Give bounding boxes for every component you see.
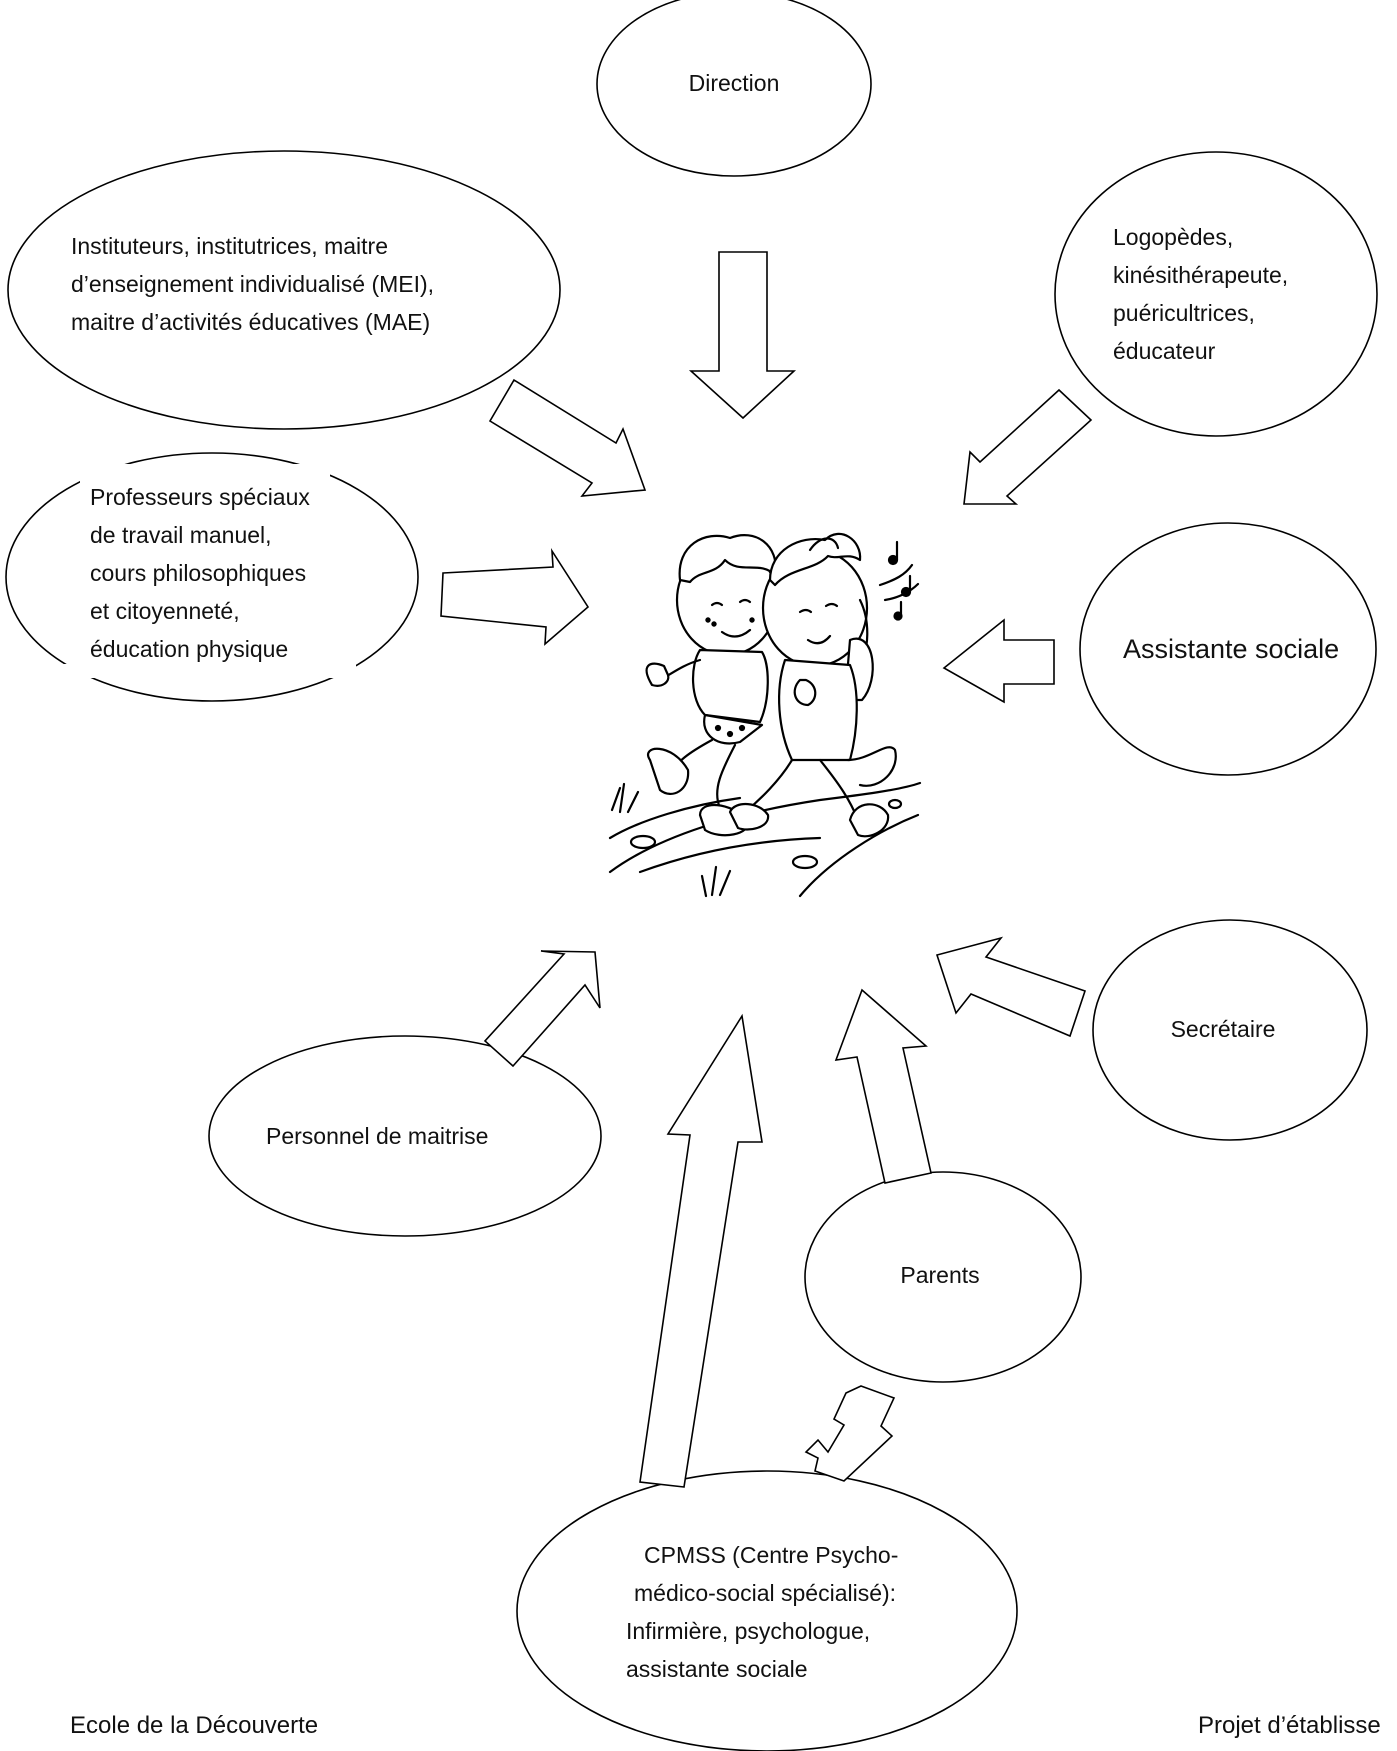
label-line: Direction (688, 70, 780, 96)
label-line: Personnel de maitrise (266, 1123, 489, 1149)
label-line: puéricultrices, (1113, 300, 1255, 326)
label-line: Professeurs spéciaux (90, 484, 310, 510)
arrow-instituteurs (488, 378, 647, 497)
label-line: éducation physique (90, 636, 289, 662)
label-logopedes: Logopèdes, kinésithérapeute, puéricultri… (1113, 218, 1288, 370)
node-cpmss (516, 1470, 1018, 1751)
label-line: Instituteurs, institutrices, maitre (71, 233, 388, 259)
arrow-cpmss-parents (804, 1385, 896, 1482)
label-parents: Parents (830, 1256, 1050, 1294)
label-personnel: Personnel de maitrise (266, 1117, 488, 1155)
label-line: Infirmière, psychologue, (626, 1618, 871, 1644)
node-assistante (1079, 522, 1377, 776)
label-line: et citoyenneté, (90, 598, 240, 624)
label-instituteurs: Instituteurs, institutrices, maitre d’en… (71, 227, 434, 341)
label-line: Assistante sociale (1123, 634, 1340, 664)
label-line: Secrétaire (1170, 1016, 1276, 1042)
footer-left: Ecole de la Découverte (70, 1712, 319, 1739)
node-personnel (208, 1035, 602, 1237)
footer-right: Projet d’établisse (1198, 1712, 1381, 1739)
children-walking-icon (608, 532, 922, 898)
label-direction: Direction (597, 64, 871, 102)
label-line: médico-social spécialisé): (634, 1580, 897, 1606)
node-direction (596, 0, 872, 177)
label-line: Logopèdes, (1113, 224, 1234, 250)
node-instituteurs (7, 150, 561, 430)
arrow-parents (834, 988, 932, 1184)
arrow-professeurs (440, 547, 590, 646)
label-line: Parents (900, 1262, 980, 1288)
label-line: de travail manuel, (90, 522, 272, 548)
label-line: kinésithérapeute, (1113, 262, 1289, 288)
node-professeurs (5, 452, 419, 702)
arrow-assistante (942, 618, 1055, 704)
arrow-direction (688, 251, 797, 420)
arrow-cpmss (639, 1013, 763, 1488)
arrow-secretaire (935, 936, 1087, 1038)
label-secretaire: Secrétaire (1108, 1010, 1338, 1048)
label-line: éducateur (1113, 338, 1216, 364)
node-secretaire (1092, 919, 1368, 1141)
arrow-personnel (483, 950, 601, 1068)
arrow-logopedes (963, 388, 1093, 505)
node-logopedes (1054, 151, 1378, 437)
label-professeurs: Professeurs spéciaux de travail manuel, … (90, 478, 310, 668)
label-line: d’enseignement individualisé (MEI), (71, 271, 435, 297)
node-parents (804, 1171, 1082, 1383)
label-line: CPMSS (Centre Psycho- (644, 1542, 899, 1568)
label-line: cours philosophiques (90, 560, 307, 586)
label-cpmss: CPMSS (Centre Psycho- médico-social spéc… (626, 1536, 898, 1688)
label-line: assistante sociale (626, 1656, 808, 1682)
label-line: maitre d’activités éducatives (MAE) (71, 309, 431, 335)
label-assistante: Assistante sociale (1123, 630, 1339, 668)
